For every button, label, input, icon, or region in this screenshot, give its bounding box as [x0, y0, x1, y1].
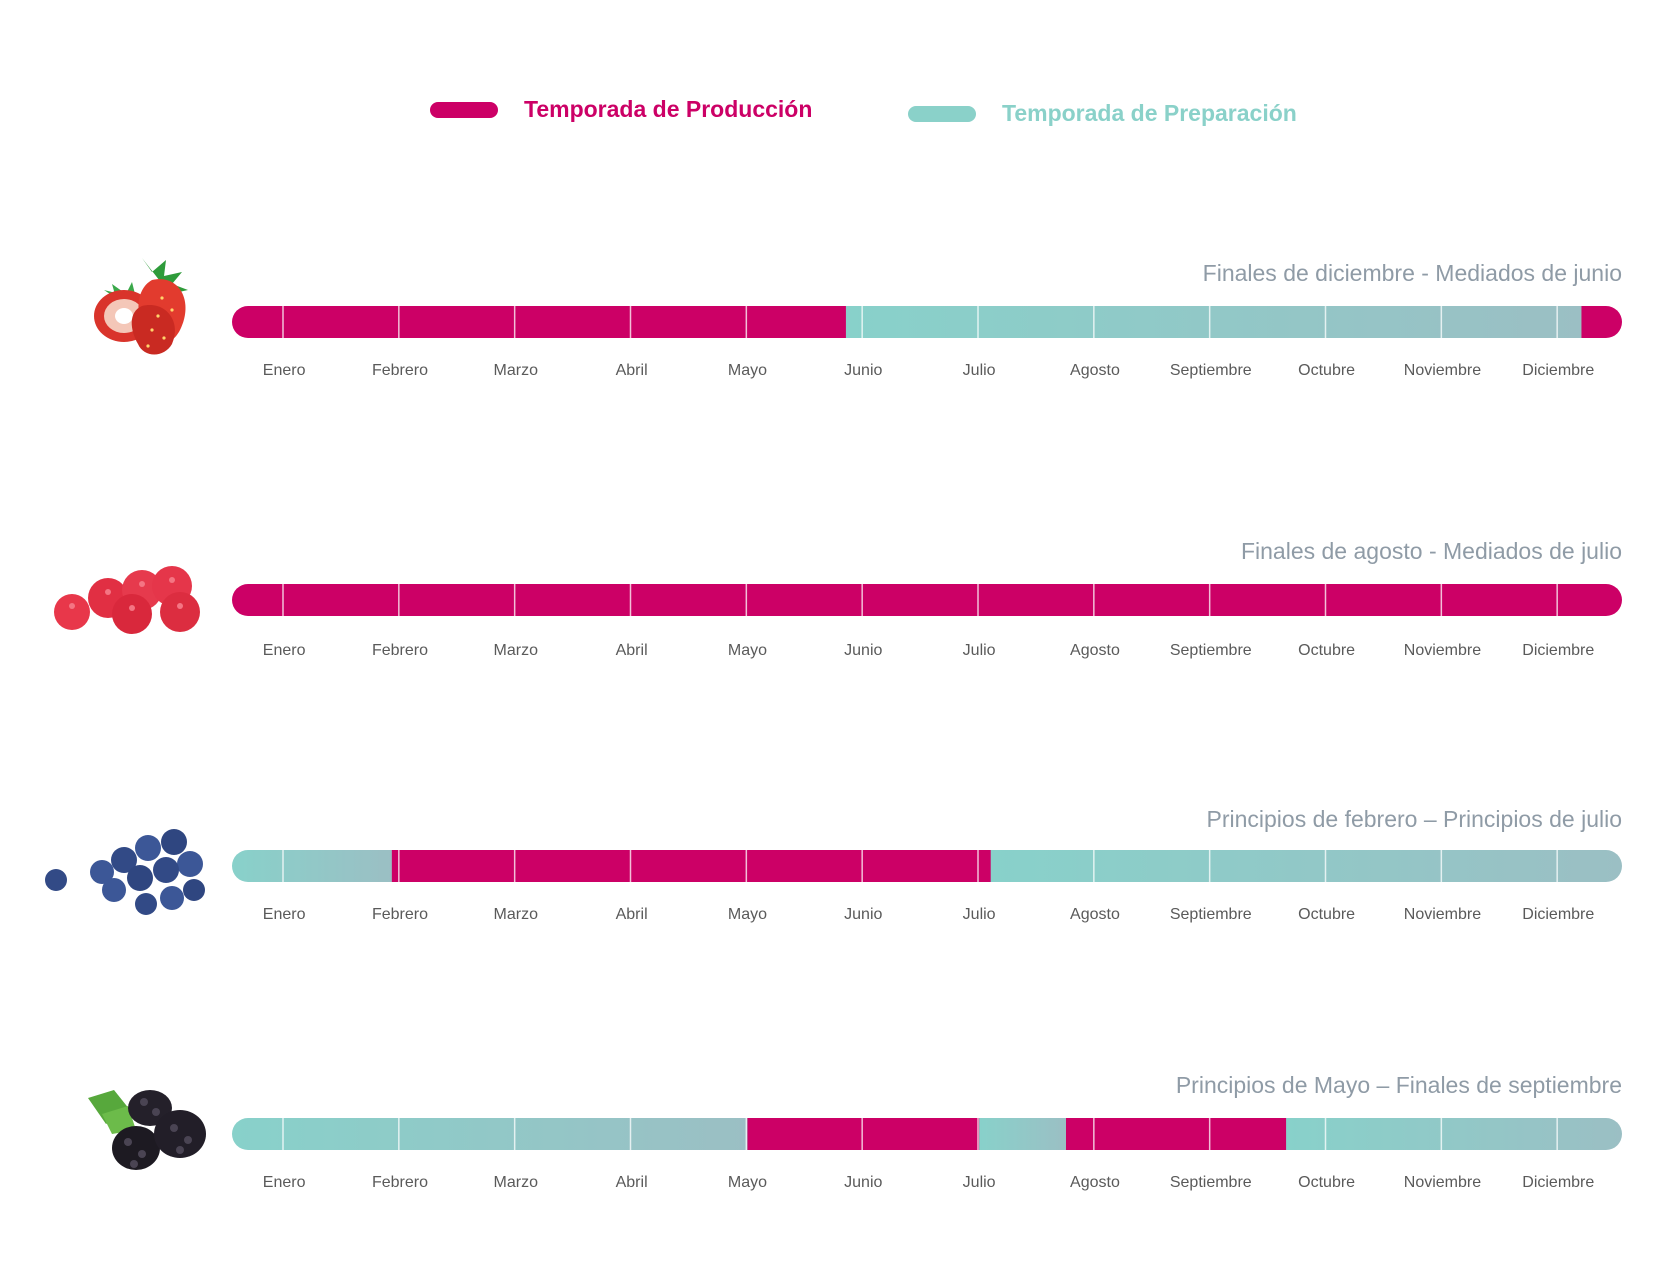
- period-label: Principios de Mayo – Finales de septiemb…: [1175, 1072, 1622, 1098]
- season-bar-svg: [232, 1118, 1622, 1150]
- season-segment-production: [391, 850, 992, 882]
- strawberry-icon: [94, 258, 188, 355]
- season-segment-preparation: [1286, 1118, 1622, 1150]
- legend-label-production: Temporada de Producción: [524, 96, 813, 122]
- month-axis: Enero Febrero Marzo Abril Mayo Junio Julio Agos…: [232, 1174, 1622, 1198]
- month-label: Marzo: [493, 1174, 538, 1191]
- month-label: Septiembre: [1169, 362, 1252, 379]
- fruit-row-blueberry: Principios de febrero – Principios de ju…: [0, 786, 1674, 986]
- legend-label-preparation: Temporada de Preparación: [1002, 100, 1297, 126]
- month-label: Febrero: [371, 362, 428, 379]
- raspberry-icon: [54, 566, 200, 634]
- season-bar: [232, 1118, 1622, 1150]
- month-label: Febrero: [371, 906, 428, 923]
- season-segment-production: [1581, 306, 1622, 338]
- month-label: Enero: [262, 362, 306, 379]
- month-label: Agosto: [1070, 642, 1120, 659]
- season-bar: [232, 850, 1622, 882]
- legend-swatch-production: [430, 101, 498, 118]
- season-segment-preparation: [979, 1118, 1067, 1150]
- month-label: Octubre: [1298, 906, 1356, 923]
- month-label: Julio: [962, 1174, 996, 1191]
- season-bar: [232, 306, 1622, 338]
- month-label: Enero: [262, 642, 306, 659]
- month-label: Junio: [844, 362, 883, 379]
- month-label: Agosto: [1070, 906, 1120, 923]
- fruit-row-blackberry: Principios de Mayo – Finales de septiemb…: [0, 1054, 1674, 1254]
- month-label: Junio: [844, 906, 883, 923]
- month-label: Noviembre: [1403, 362, 1482, 379]
- season-segment-preparation: [232, 850, 393, 882]
- month-label: Septiembre: [1169, 906, 1252, 923]
- month-label: Abril: [615, 362, 648, 379]
- season-segment-production: [232, 306, 847, 338]
- month-label: Julio: [962, 362, 996, 379]
- month-axis: Enero Febrero Marzo Abril Mayo Junio Julio Agos…: [232, 362, 1622, 386]
- legend-swatch-preparation: [908, 105, 976, 122]
- month-label: Diciembre: [1522, 642, 1595, 659]
- season-segment-preparation: [845, 306, 1582, 338]
- month-label: Enero: [262, 1174, 306, 1191]
- month-label: Julio: [962, 906, 996, 923]
- month-label: Noviembre: [1403, 906, 1482, 923]
- month-label: Abril: [615, 1174, 648, 1191]
- fruit-row-raspberry: Finales de agosto - Mediados de julio En…: [0, 520, 1674, 720]
- month-label: Octubre: [1298, 362, 1356, 379]
- season-segment-production: [747, 1118, 980, 1150]
- month-label: Noviembre: [1403, 1174, 1482, 1191]
- legend: Temporada de Producción Temporada de Pre…: [0, 96, 1674, 136]
- month-label: Junio: [844, 1174, 883, 1191]
- month-label: Abril: [615, 906, 648, 923]
- blueberry-icon: [45, 829, 205, 915]
- fruit-row-strawberry: Finales de diciembre - Mediados de junio…: [0, 240, 1674, 440]
- month-label: Marzo: [493, 906, 538, 923]
- season-segment-preparation: [990, 850, 1622, 882]
- period-label: Principios de febrero – Principios de ju…: [1206, 806, 1623, 832]
- season-bar-svg: [232, 306, 1622, 338]
- month-label: Mayo: [727, 642, 768, 659]
- month-label: Julio: [962, 642, 996, 659]
- month-label: Septiembre: [1169, 642, 1252, 659]
- month-label: Mayo: [727, 1174, 768, 1191]
- month-label: Mayo: [727, 906, 768, 923]
- month-axis: Enero Febrero Marzo Abril Mayo Junio Julio Agos…: [232, 906, 1622, 930]
- period-label: Finales de diciembre - Mediados de junio: [1202, 260, 1622, 286]
- month-label: Junio: [844, 642, 883, 659]
- month-label: Diciembre: [1522, 1174, 1595, 1191]
- month-label: Noviembre: [1403, 642, 1482, 659]
- month-label: Octubre: [1298, 1174, 1356, 1191]
- month-label: Agosto: [1070, 362, 1120, 379]
- month-label: Febrero: [371, 1174, 428, 1191]
- period-label: Finales de agosto - Mediados de julio: [1240, 538, 1622, 564]
- season-segment-preparation: [232, 1118, 748, 1150]
- season-bar: [232, 584, 1622, 616]
- season-segment-production: [232, 584, 1622, 616]
- season-bar-svg: [232, 584, 1622, 616]
- month-label: Agosto: [1070, 1174, 1120, 1191]
- month-label: Enero: [262, 906, 306, 923]
- month-label: Marzo: [493, 642, 538, 659]
- month-label: Octubre: [1298, 642, 1356, 659]
- month-label: Septiembre: [1169, 1174, 1252, 1191]
- legend-item-preparation: Temporada de Preparación: [908, 100, 1297, 127]
- month-label: Diciembre: [1522, 362, 1595, 379]
- month-label: Mayo: [727, 362, 768, 379]
- month-label: Abril: [615, 642, 648, 659]
- month-axis: Enero Febrero Marzo Abril Mayo Junio Julio Agos…: [232, 642, 1622, 666]
- season-segment-production: [1066, 1118, 1287, 1150]
- season-bar-svg: [232, 850, 1622, 882]
- month-label: Diciembre: [1522, 906, 1595, 923]
- month-label: Marzo: [493, 362, 538, 379]
- month-label: Febrero: [371, 642, 428, 659]
- blackberry-icon: [88, 1090, 206, 1170]
- legend-item-production: Temporada de Producción: [430, 96, 812, 123]
